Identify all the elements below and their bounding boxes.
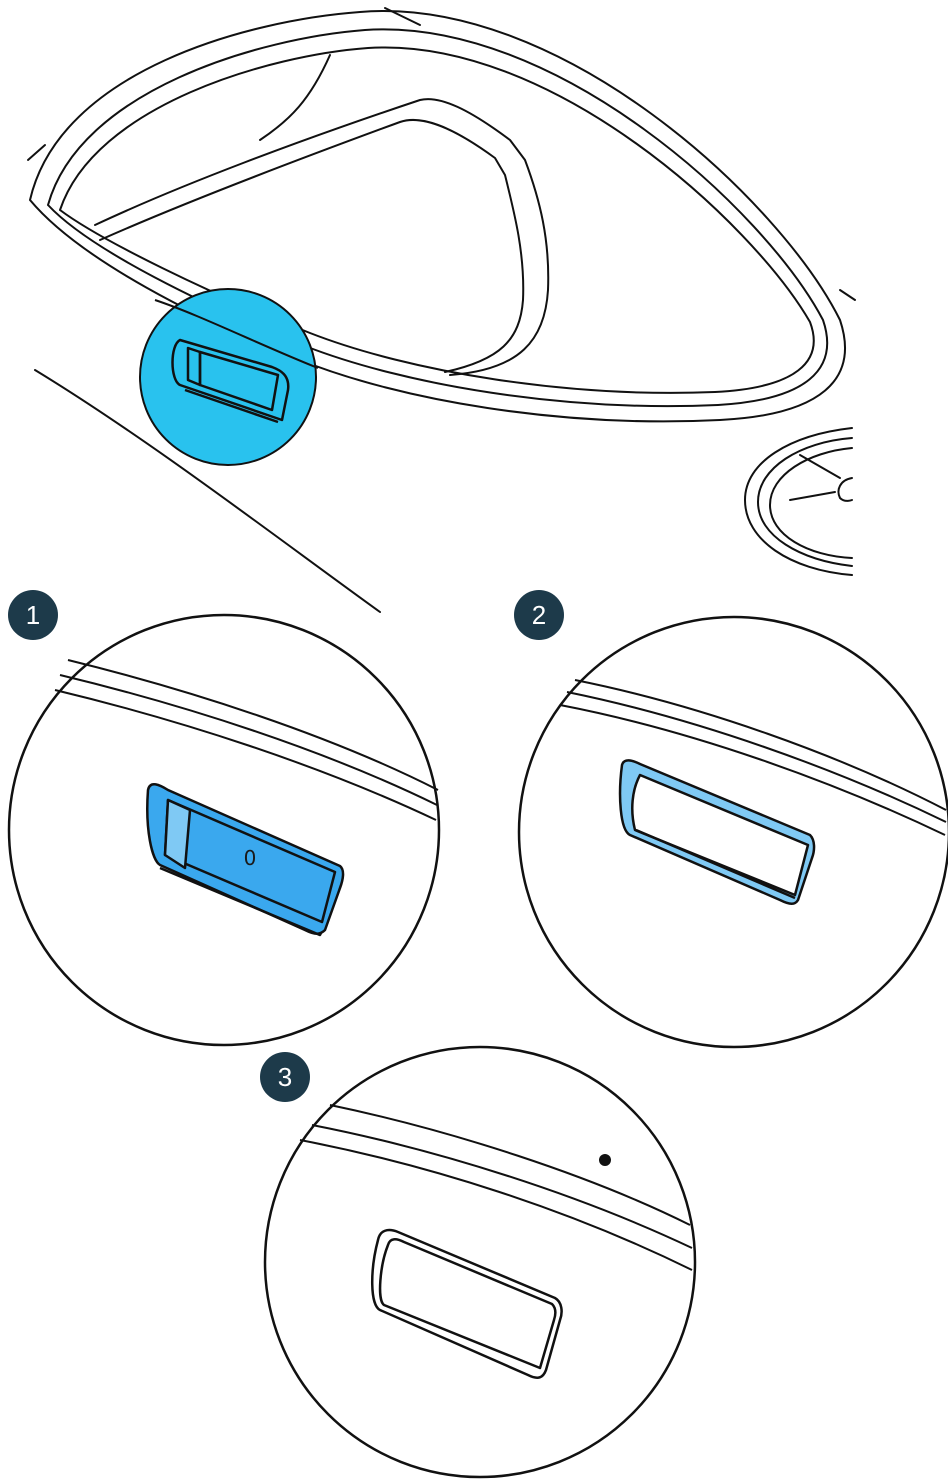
appliance-overview [28, 8, 855, 612]
svg-text:1: 1 [26, 600, 40, 630]
step-3-circle [265, 1047, 695, 1477]
svg-text:3: 3 [278, 1062, 292, 1092]
step-1-detail: 0 [9, 615, 439, 1045]
step-3-detail [265, 1047, 695, 1477]
step-2-detail [519, 617, 948, 1047]
switch-highlight [140, 289, 318, 465]
svg-text:2: 2 [532, 600, 546, 630]
top-edge [385, 8, 420, 25]
control-knob [745, 428, 852, 575]
step-badge-2: 2 [514, 590, 564, 640]
switch-off-mark: 0 [244, 846, 257, 870]
recess-crease [260, 55, 330, 140]
step-3-screw-hole [599, 1154, 611, 1166]
step-badge-3: 3 [260, 1052, 310, 1102]
step-badge-1: 1 [8, 590, 58, 640]
right-edge [840, 290, 855, 300]
left-edge-line [28, 145, 45, 160]
switch-raised-edge [165, 800, 190, 868]
